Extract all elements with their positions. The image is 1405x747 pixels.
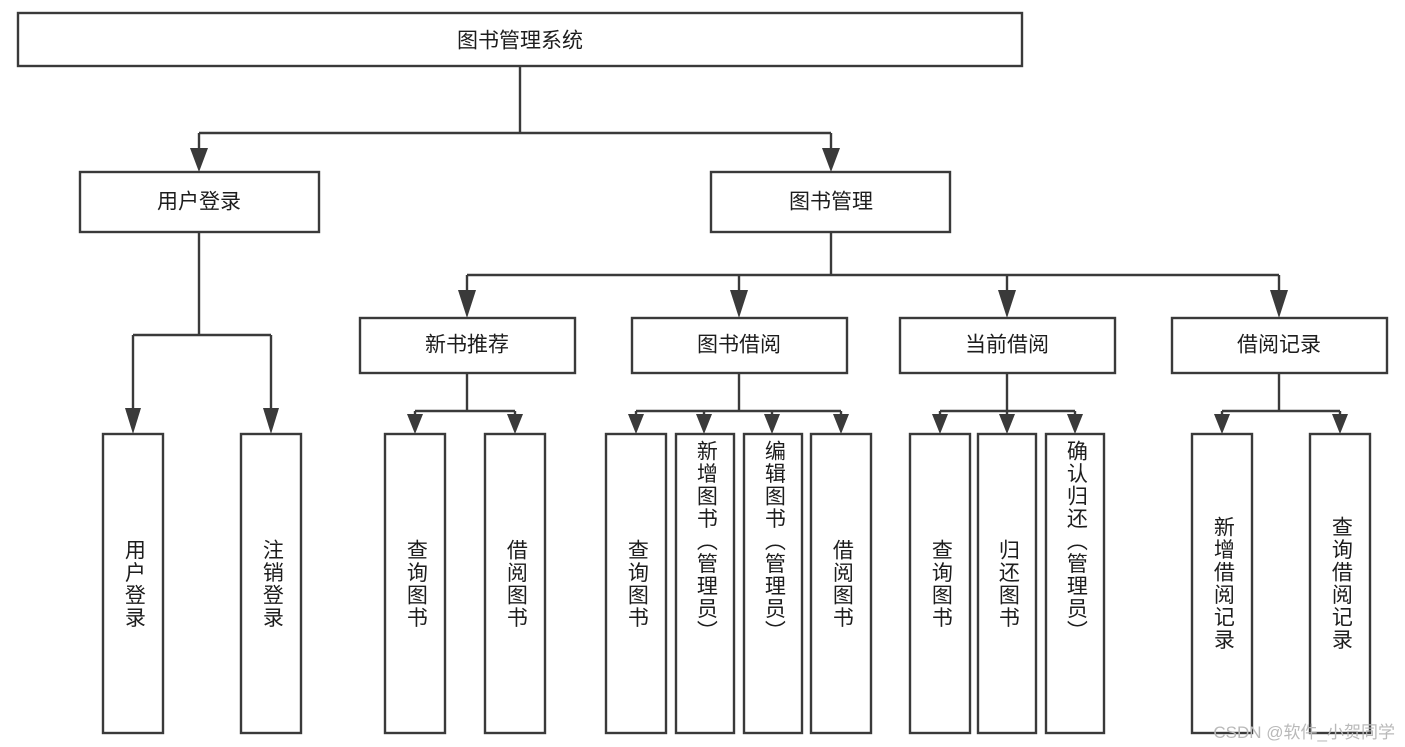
node-book-borrow-box[interactable] [630, 316, 849, 375]
arrow-leaf-borrow-book-2 [833, 414, 849, 434]
node-root[interactable]: 图书管理系统 [16, 11, 1024, 68]
leaf-borrow-book-1-box[interactable] [483, 432, 547, 735]
arrow-to-current-borrow [998, 290, 1016, 318]
node-new-book-recommend-box[interactable] [358, 316, 577, 375]
node-borrow-record[interactable]: 借阅记录 [1170, 316, 1389, 375]
node-book-manage[interactable]: 图书管理 [709, 170, 952, 234]
node-book-borrow[interactable]: 图书借阅 [630, 316, 849, 375]
node-new-book-recommend[interactable]: 新书推荐 [358, 316, 577, 375]
leaf-query-book-2-box[interactable] [604, 432, 668, 735]
leaf-boxes-layer [101, 432, 1372, 735]
leaf-add-book-box[interactable] [674, 432, 736, 735]
leaf-confirm-return-box[interactable] [1044, 432, 1106, 735]
node-current-borrow-box[interactable] [898, 316, 1117, 375]
arrow-to-book-manage [822, 148, 840, 172]
node-borrow-record-box[interactable] [1170, 316, 1389, 375]
arrow-leaf-query-record [1332, 414, 1348, 434]
arrow-leaf-query-book-1 [407, 414, 423, 434]
connector-layer [125, 66, 1348, 434]
leaf-query-book-3-box[interactable] [908, 432, 972, 735]
arrow-to-new-book-recommend [458, 290, 476, 318]
csdn-watermark: CSDN @软件_小贺同学 [1213, 723, 1395, 742]
arrow-leaf-user-login [125, 408, 141, 434]
leaf-edit-book-box[interactable] [742, 432, 804, 735]
node-new-book-recommend-label: 新书推荐 [425, 334, 509, 357]
leaf-logout-box[interactable] [239, 432, 303, 735]
arrow-to-borrow-record [1270, 290, 1288, 318]
arrow-leaf-borrow-book-1 [507, 414, 523, 434]
node-borrow-record-label: 借阅记录 [1237, 334, 1321, 357]
node-current-borrow[interactable]: 当前借阅 [898, 316, 1117, 375]
arrow-to-user-login [190, 148, 208, 172]
arrow-leaf-return-book [999, 414, 1015, 434]
arrow-leaf-add-book [696, 414, 712, 434]
arrow-leaf-add-record [1214, 414, 1230, 434]
leaf-borrow-book-2-box[interactable] [809, 432, 873, 735]
arrow-leaf-edit-book [764, 414, 780, 434]
leaf-query-book-1-box[interactable] [383, 432, 447, 735]
arrow-leaf-logout [263, 408, 279, 434]
node-book-manage-label: 图书管理 [789, 191, 873, 214]
leaf-return-book-box[interactable] [976, 432, 1038, 735]
leaf-add-record-box[interactable] [1190, 432, 1254, 735]
leaf-query-record-box[interactable] [1308, 432, 1372, 735]
node-current-borrow-label: 当前借阅 [965, 334, 1049, 357]
node-root-label: 图书管理系统 [457, 30, 583, 53]
node-root-box[interactable] [16, 11, 1024, 68]
arrow-leaf-query-book-2 [628, 414, 644, 434]
node-user-login-label: 用户登录 [157, 191, 241, 214]
leaf-user-login-box[interactable] [101, 432, 165, 735]
node-user-login[interactable]: 用户登录 [78, 170, 321, 234]
node-book-manage-box[interactable] [709, 170, 952, 234]
arrow-to-book-borrow [730, 290, 748, 318]
node-book-borrow-label: 图书借阅 [697, 334, 781, 357]
node-user-login-box[interactable] [78, 170, 321, 234]
arrow-leaf-confirm-return [1067, 414, 1083, 434]
arrow-leaf-query-book-3 [932, 414, 948, 434]
